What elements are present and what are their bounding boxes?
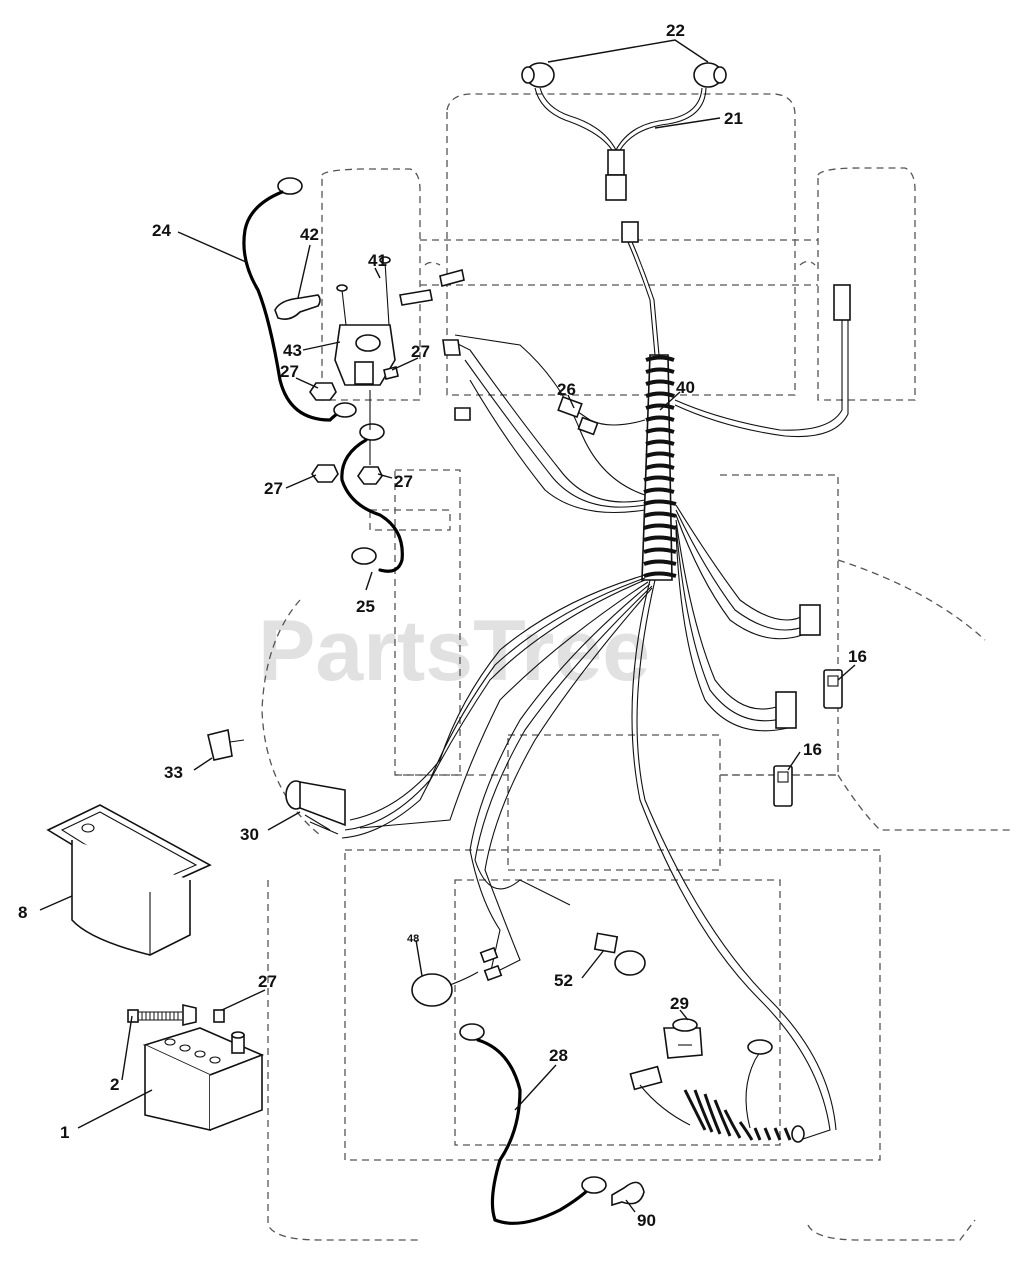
callout-21: 21	[724, 109, 743, 128]
callout-27-solenoid-left: 27	[280, 362, 299, 381]
main-wiring-harness	[341, 284, 851, 1141]
callout-2: 2	[110, 1075, 119, 1094]
bulb-52	[593, 932, 646, 976]
callout-28: 28	[549, 1046, 568, 1065]
leader-lines	[39, 39, 856, 1213]
callout-1: 1	[60, 1123, 69, 1142]
callout-27-nut-right: 27	[394, 472, 413, 491]
callout-90: 90	[637, 1211, 656, 1230]
headlight-harness	[521, 62, 727, 356]
starter-solenoid-assembly	[274, 256, 471, 485]
partstree-watermark: PartsTree	[258, 603, 650, 699]
callout-16-lower: 16	[803, 740, 822, 759]
starter-lead-coil	[629, 1039, 805, 1143]
ignition-switch-30	[285, 780, 346, 835]
callout-30: 30	[240, 825, 259, 844]
callout-27-battery: 27	[258, 972, 277, 991]
callout-48: 48	[407, 933, 419, 945]
bulb-socket-48	[411, 946, 503, 1007]
ignition-key-33	[207, 729, 245, 761]
callout-24: 24	[152, 221, 171, 240]
callout-33: 33	[164, 763, 183, 782]
callout-16-upper: 16	[848, 647, 867, 666]
battery-1	[142, 1027, 265, 1132]
callout-labels: 22 21 24 42 41 43 27 27 27 27 26 40 25 1…	[18, 21, 867, 1230]
callout-27-nut-left: 27	[264, 479, 283, 498]
connector-16	[773, 669, 843, 807]
callout-43: 43	[283, 341, 302, 360]
callout-27-solenoid-top: 27	[411, 342, 430, 361]
callout-22: 22	[666, 21, 685, 40]
battery-cable-24	[242, 177, 357, 422]
battery-box-8	[46, 804, 212, 956]
callout-42: 42	[300, 225, 319, 244]
callout-25: 25	[356, 597, 375, 616]
callout-40: 40	[676, 378, 695, 397]
callout-41: 41	[368, 251, 387, 270]
switch-29	[663, 1018, 703, 1059]
callout-26: 26	[557, 380, 576, 399]
battery-hardware	[127, 1003, 225, 1027]
callout-8: 8	[18, 903, 27, 922]
battery-cable-25	[340, 423, 404, 573]
callout-29: 29	[670, 994, 689, 1013]
callout-52: 52	[554, 971, 573, 990]
battery-cable-28	[459, 1023, 607, 1225]
terminal-boot-90	[611, 1181, 645, 1207]
